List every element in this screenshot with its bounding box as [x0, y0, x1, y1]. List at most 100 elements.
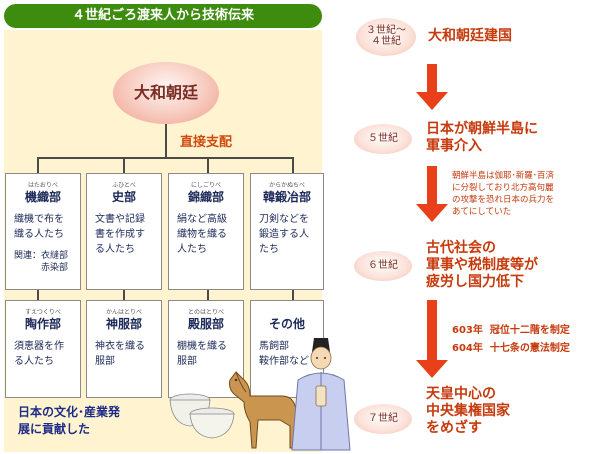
era-line: ５世紀 — [368, 133, 398, 144]
desc-line: 織物を織る — [177, 229, 227, 240]
timeline-arrow-3 — [416, 300, 448, 378]
era-6-century: ６世紀 — [354, 251, 412, 281]
connector-mid-1 — [37, 288, 39, 300]
era-7-century: ７世紀 — [354, 404, 412, 434]
desc-line: 絹など高級 — [177, 214, 227, 225]
korea-note: 朝鮮半島は伽耶･新羅･百済 に分裂しており北方高句麗 の攻撃を恐れ日本の兵力を … — [452, 170, 554, 218]
event-line: 天皇中心の — [426, 386, 496, 402]
group-desc: 棚機を織る 服部 — [177, 339, 239, 369]
era-5-century: ５世紀 — [354, 124, 412, 154]
group-desc: 刀剣などを 鍛造する人 たち — [259, 212, 319, 257]
desc-line: る人たち — [95, 244, 135, 255]
connector-mid-4 — [292, 288, 294, 300]
group-kanhatoribe: かんはとりべ 神服部 神衣を織る 服部 — [86, 300, 162, 398]
header-banner: ４世紀ごろ渡来人から技術伝来 — [4, 4, 322, 28]
group-ruby: からかぬちべ — [269, 182, 305, 189]
group-desc: 文書や記録 書を作成す る人たち — [95, 212, 157, 257]
group-karakanuchibe: からかぬちべ 韓鍛冶部 刀剣などを 鍛造する人 たち — [250, 173, 324, 290]
connector-drop-4 — [292, 157, 294, 173]
law-604: 604年 十七条の憲法制定 — [452, 341, 570, 356]
era-line: ４世紀 — [371, 36, 401, 47]
event-line: をめざす — [426, 420, 482, 436]
law-text: 冠位十二階を制定 — [489, 325, 570, 336]
connector-mid-3 — [207, 288, 209, 300]
event-korea-intervention: 日本が朝鮮半島に 軍事介入 — [426, 121, 538, 155]
desc-line: 服部 — [95, 356, 115, 367]
contribution-line: 展に貢献した — [18, 422, 91, 436]
connector-bar — [37, 157, 293, 159]
event-line: 疲労し国力低下 — [426, 274, 524, 290]
group-name: 陶作部 — [24, 317, 61, 331]
event-line: 大和朝廷建国 — [428, 28, 512, 44]
connector-drop-3 — [207, 157, 209, 173]
event-line: 軍事介入 — [426, 138, 482, 154]
group-suetsukuribe: すえつくりべ 陶作部 須恵器を作 る人たち — [5, 300, 81, 398]
desc-line: 刀剣などを — [259, 214, 309, 225]
group-desc: 須恵器を作 る人たち — [14, 339, 76, 369]
desc-line: る人たち — [14, 356, 54, 367]
group-desc: 絹など高級 織物を織る 人たち — [177, 212, 239, 257]
desc-line: 織機で布を — [14, 214, 64, 225]
group-name: 史部 — [111, 190, 136, 204]
group-ruby: にしごりべ — [190, 182, 221, 189]
timeline-arrow-2 — [416, 166, 448, 222]
event-line: 軍事や税制度等が — [426, 257, 538, 273]
group-desc: 織機で布を 織る人たち — [14, 212, 76, 242]
group-hataoribe: はたおりべ 機織部 織機で布を 織る人たち 関連：衣縫部 赤染部 — [5, 173, 81, 290]
desc-line: 鍛造する人 — [259, 229, 309, 240]
desc-line: 神衣を織る — [95, 341, 145, 352]
note-line: 赤染部 — [14, 263, 69, 273]
desc-line: 文書や記録 — [95, 214, 145, 225]
group-note: 関連：衣縫部 赤染部 — [14, 250, 76, 274]
group-ruby: すえつくりべ — [25, 309, 61, 316]
group-name: 機織部 — [24, 190, 61, 204]
group-desc: 神衣を織る 服部 — [95, 339, 157, 369]
note-line: 朝鮮半島は伽耶･新羅･百済 — [452, 171, 555, 181]
desc-line: 須恵器を作 — [14, 341, 64, 352]
group-ruby: ふひとべ — [112, 182, 136, 189]
group-ruby: かんはとりべ — [105, 309, 142, 316]
era-line: ３世紀～ — [366, 25, 406, 36]
law-year: 604年 — [452, 343, 483, 354]
law-603: 603年 冠位十二階を制定 — [452, 323, 570, 338]
contribution-text: 日本の文化･産業発 展に貢献した — [18, 404, 188, 438]
event-line: 中央集権国家 — [426, 403, 510, 419]
direct-rule-label: 直接支配 — [180, 135, 233, 150]
group-ruby: はたおりべ — [28, 182, 58, 189]
bowls-illustration — [169, 393, 235, 439]
court-ellipse: 大和朝廷 — [113, 62, 219, 124]
connector-main — [165, 124, 167, 158]
group-ruby: とのはとりべ — [188, 309, 224, 316]
era-line: ７世紀 — [368, 413, 398, 424]
group-name: 殿服部 — [187, 317, 224, 331]
event-centralized-state: 天皇中心の 中央集権国家 をめざす — [426, 386, 510, 437]
group-name: 韓鍛冶部 — [262, 190, 311, 204]
desc-line: 人たち — [177, 244, 207, 255]
group-name: 錦織部 — [187, 190, 224, 204]
event-line: 古代社会の — [426, 240, 496, 256]
desc-line: 鞍作部など — [259, 356, 309, 367]
event-decline: 古代社会の 軍事や税制度等が 疲労し国力低下 — [426, 240, 538, 291]
person-illustration — [291, 338, 351, 451]
contribution-line: 日本の文化･産業発 — [18, 405, 121, 419]
group-fuhitobe: ふひとべ 史部 文書や記録 書を作成す る人たち — [86, 173, 162, 290]
timeline-arrow-1 — [416, 64, 448, 110]
desc-line: 棚機を織る — [177, 341, 227, 352]
group-nishigoribe: にしごりべ 錦織部 絹など高級 織物を織る 人たち — [168, 173, 244, 290]
desc-line: 馬飼部 — [259, 341, 289, 352]
connector-mid-2 — [123, 288, 125, 300]
note-line: の攻撃を恐れ日本の兵力を — [452, 195, 555, 205]
group-name: その他 — [268, 317, 305, 331]
event-line: 日本が朝鮮半島に — [426, 121, 538, 137]
group-desc: 馬飼部 鞍作部など — [259, 339, 319, 369]
desc-line: たち — [259, 244, 279, 255]
desc-line: 織る人たち — [14, 229, 64, 240]
note-line: 関連：衣縫部 — [14, 251, 69, 261]
connector-drop-2 — [123, 157, 125, 173]
law-year: 603年 — [452, 325, 483, 336]
desc-line: 服部 — [177, 356, 197, 367]
era-line: ６世紀 — [368, 260, 398, 271]
note-line: あてにしていた — [452, 207, 512, 217]
note-line: に分裂しており北方高句麗 — [452, 183, 554, 193]
desc-line: 書を作成す — [95, 229, 145, 240]
